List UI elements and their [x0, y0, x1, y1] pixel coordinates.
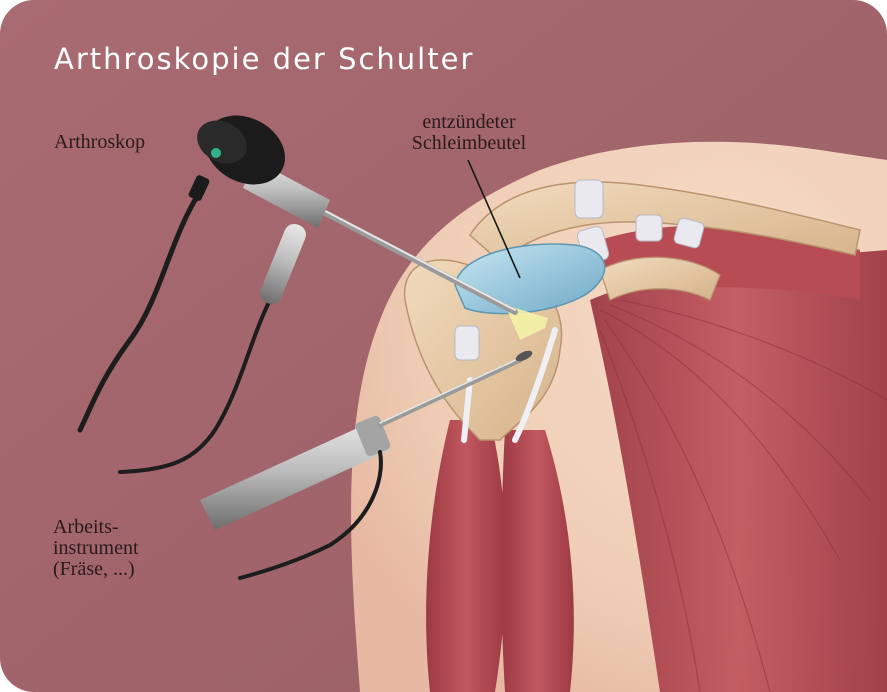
label-bursa-line1: entzündeter — [379, 112, 559, 133]
label-instrument-line3: (Fräse, ...) — [53, 559, 139, 580]
label-instrument-line1: Arbeits- — [53, 517, 139, 538]
label-instrument-line2: instrument — [53, 538, 139, 559]
label-inflamed-bursa: entzündeter Schleimbeutel — [379, 112, 559, 154]
label-working-instrument: Arbeits- instrument (Fräse, ...) — [53, 517, 139, 580]
illustration-title: Arthroskopie der Schulter — [54, 42, 474, 76]
label-bursa-line2: Schleimbeutel — [379, 133, 559, 154]
label-arthroskop: Arthroskop — [54, 132, 145, 153]
